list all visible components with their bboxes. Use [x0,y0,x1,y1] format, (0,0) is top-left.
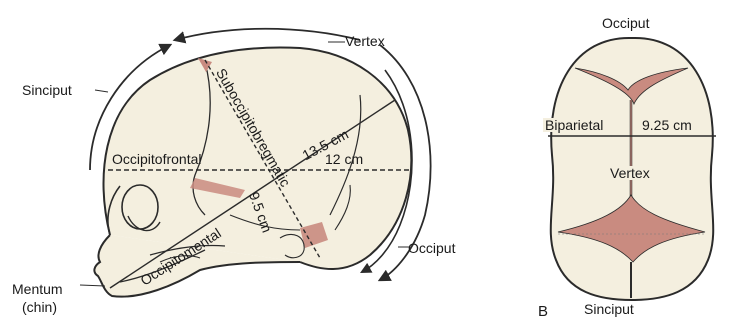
label-occiput-lateral: Occiput [408,241,455,255]
label-12cm: 12 cm [325,152,363,166]
label-biparietal: Biparietal [543,118,605,132]
vertex-arrow [175,29,360,40]
label-mentum: Mentum [12,282,63,296]
label-sinciput: Sinciput [22,83,72,97]
label-occipitofrontal: Occipitofrontal [112,152,201,166]
label-occiput-top: Occiput [602,16,649,30]
label-vertex-top: Vertex [608,166,652,180]
label-chin: (chin) [22,300,57,314]
label-vertex: Vertex [345,34,385,48]
label-sinciput-top: Sinciput [584,302,634,316]
label-925cm: 9.25 cm [640,118,694,132]
panel-letter-b: B [538,304,548,319]
